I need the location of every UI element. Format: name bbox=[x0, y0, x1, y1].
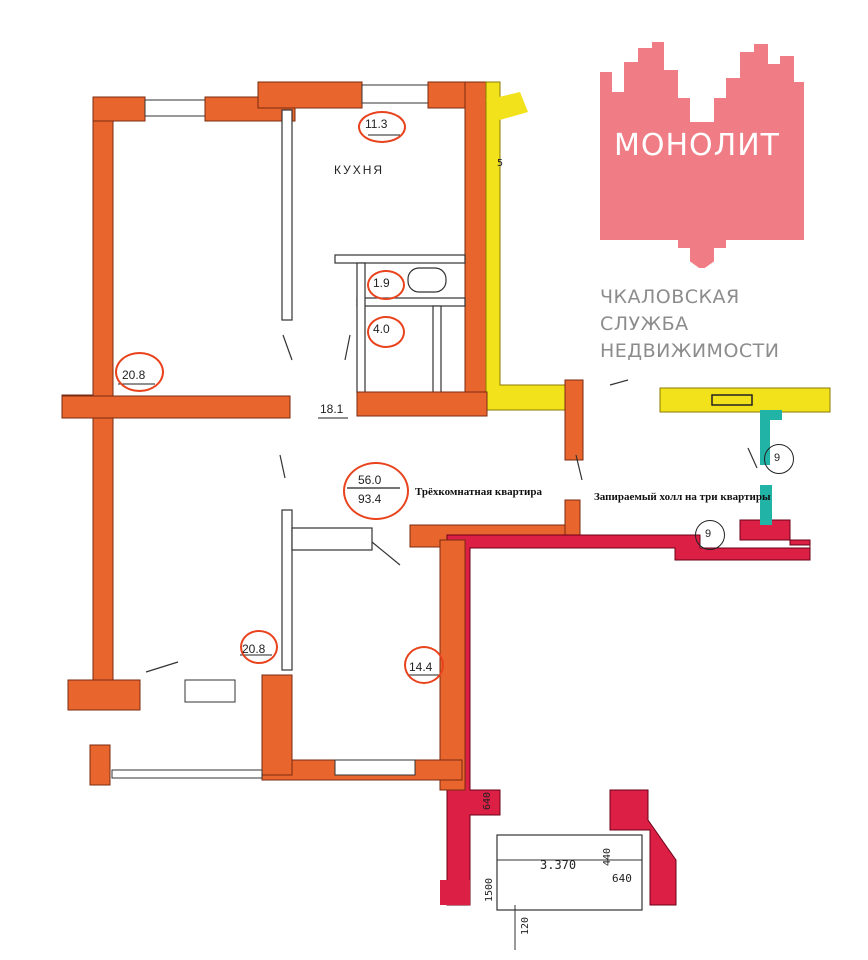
area-circle bbox=[404, 646, 444, 684]
apartment-caption: Трёхкомнатная квартира bbox=[415, 486, 542, 498]
toilet-area: 4.0 bbox=[373, 322, 390, 336]
dim-640-horizontal: 640 bbox=[612, 872, 632, 885]
wall-teal-vert bbox=[760, 420, 770, 465]
kitchen-window bbox=[361, 84, 429, 104]
area-circle bbox=[343, 462, 409, 520]
wall-bath-top bbox=[334, 254, 466, 264]
living-area: 56.0 bbox=[358, 473, 382, 487]
marker-circle bbox=[764, 444, 794, 474]
dim-1500: 1500 bbox=[484, 877, 495, 902]
dim-3370: 3.370 bbox=[540, 858, 577, 872]
bedroom-bottom-area: 20.8 bbox=[242, 642, 266, 656]
hall-caption: Запираемый холл на три квартиры bbox=[594, 491, 771, 503]
wall-yellow-hatch bbox=[711, 394, 753, 406]
door-swing bbox=[145, 661, 179, 673]
wall-bath-right bbox=[432, 305, 442, 395]
wall-kitchen-right bbox=[464, 81, 488, 398]
marker-circle bbox=[695, 520, 725, 550]
dim-120: 120 bbox=[520, 916, 531, 935]
dim-640-vertical: 640 bbox=[482, 791, 493, 810]
wall-inner-lower bbox=[281, 509, 293, 671]
window-bottom bbox=[334, 759, 416, 776]
wall-orange-bottom-left bbox=[261, 674, 293, 776]
monolit-logo-graphic bbox=[600, 42, 804, 270]
wall-yellow-diag bbox=[486, 92, 528, 120]
kitchen-label: КУХНЯ bbox=[334, 163, 385, 177]
wall-hall-pillar bbox=[564, 379, 584, 461]
bedroom-top-area: 20.8 bbox=[122, 368, 146, 382]
area-circle bbox=[358, 111, 406, 143]
wall-red-bottom bbox=[440, 880, 470, 905]
hall-area: 18.1 bbox=[320, 402, 344, 416]
door-swing bbox=[747, 447, 758, 469]
total-area: 93.4 bbox=[358, 492, 382, 506]
bathtub bbox=[407, 267, 447, 293]
kitchen-area: 11.3 bbox=[365, 117, 388, 131]
wall-red-right bbox=[609, 789, 677, 906]
agency-line-1: ЧКАЛОВСКАЯ bbox=[600, 286, 740, 308]
wall-yellow bbox=[485, 81, 581, 411]
wall-room-right-top bbox=[291, 527, 373, 551]
dim-440: 440 bbox=[602, 847, 613, 866]
wall-teal-low bbox=[760, 485, 772, 525]
wall-mid-left bbox=[61, 395, 291, 419]
dim-5: 5 bbox=[497, 158, 504, 169]
wall-bath-left bbox=[356, 262, 366, 394]
area-circle bbox=[240, 630, 278, 664]
area-circle bbox=[367, 270, 405, 300]
wall-teal-top bbox=[760, 410, 782, 420]
window-bottom-left bbox=[184, 679, 236, 703]
marker-top: 9 bbox=[774, 452, 781, 464]
wall-top-left bbox=[92, 96, 146, 122]
wall-mid-right bbox=[356, 391, 488, 417]
door-swing bbox=[282, 334, 293, 361]
balcony-box bbox=[496, 834, 643, 911]
wall-yellow-right bbox=[659, 387, 831, 413]
door-swing bbox=[371, 541, 401, 566]
wall-top-kitchen bbox=[257, 81, 363, 109]
bathroom-area: 1.9 bbox=[373, 276, 390, 290]
agency-line-3: НЕДВИЖИМОСТИ bbox=[600, 340, 780, 362]
wall-red bbox=[446, 519, 811, 906]
agency-line-2: СЛУЖБА bbox=[600, 313, 689, 335]
wall-orange-bl-post bbox=[89, 744, 111, 786]
door-swing bbox=[609, 379, 629, 386]
area-circle bbox=[367, 316, 405, 348]
door-swing bbox=[344, 334, 351, 361]
marker-bottom: 9 bbox=[705, 528, 712, 540]
area-circle bbox=[115, 352, 164, 392]
door-swing bbox=[279, 454, 286, 479]
wall-bath-mid bbox=[356, 297, 466, 307]
balcony-rail bbox=[111, 769, 263, 779]
room-right-area: 14.4 bbox=[409, 660, 433, 674]
wall-orange-right-room bbox=[439, 539, 466, 791]
brand-name: МОНОЛИТ bbox=[614, 128, 780, 163]
door-swing bbox=[575, 454, 583, 481]
wall-top-window-sill bbox=[144, 99, 206, 117]
wall-inner-vertical bbox=[281, 109, 293, 321]
wall-orange-bl-corner bbox=[67, 679, 141, 711]
